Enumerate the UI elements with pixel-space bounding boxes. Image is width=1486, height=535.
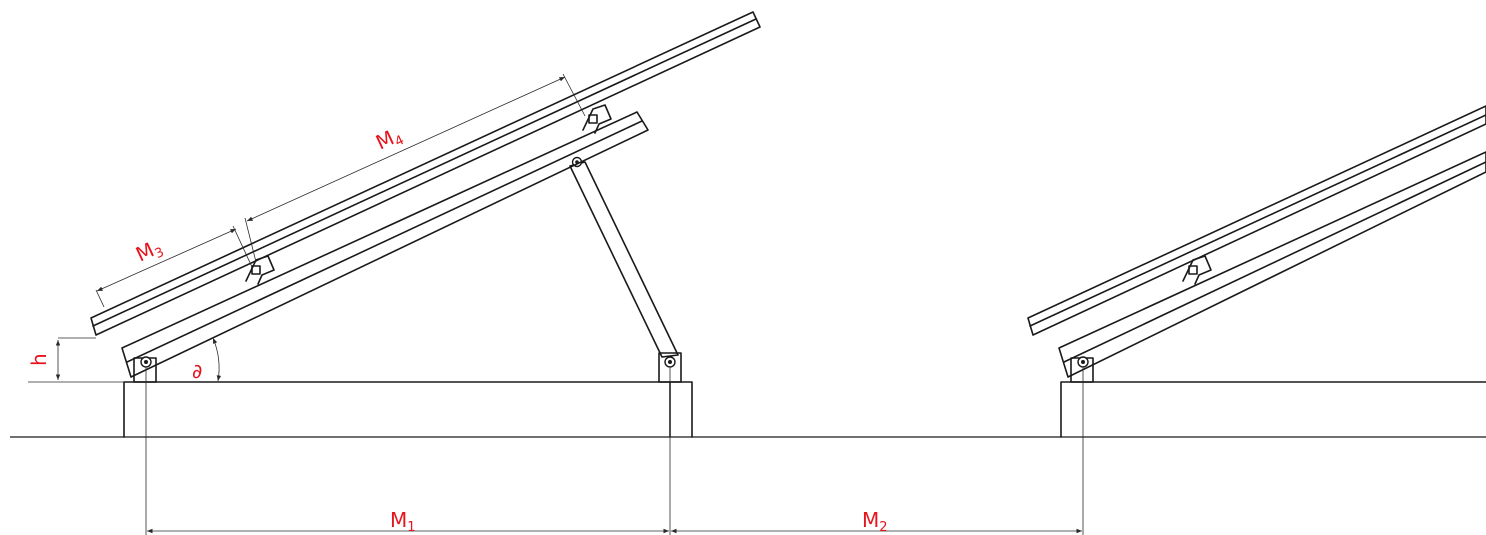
right-inclined-rail [1058,151,1486,378]
m4-left-extension [244,217,257,263]
rear-support-strut [569,161,679,358]
right-ballast-block [1060,381,1486,438]
inclined-rail-inner-edge [126,120,643,363]
m3-right-extension [232,225,253,268]
lower-module-clamp [245,255,275,285]
right-pv-module-inner-edge [1029,114,1486,327]
right-mount [1027,105,1486,438]
right-rail-inner-edge [1063,161,1486,363]
m3-left-extension [95,289,105,308]
left-ballast-block [123,381,693,438]
angle-label: ∂ [192,359,202,383]
m4-label: M4 [372,122,407,157]
pv-module [90,11,761,336]
tilt-angle-arc [212,337,222,382]
upper-module-clamp [582,104,612,134]
m3-dimension-line [96,228,237,292]
m1-label: M1 [390,508,416,535]
right-module-clamp [1182,255,1212,285]
m3-label: M3 [132,234,167,269]
m2-label: M2 [862,508,888,535]
h-label: h [27,353,51,366]
m4-right-extension [562,73,586,117]
pv-module-inner-edge [92,18,757,327]
m4-dimension-line [246,76,566,222]
right-pv-module [1027,105,1486,336]
